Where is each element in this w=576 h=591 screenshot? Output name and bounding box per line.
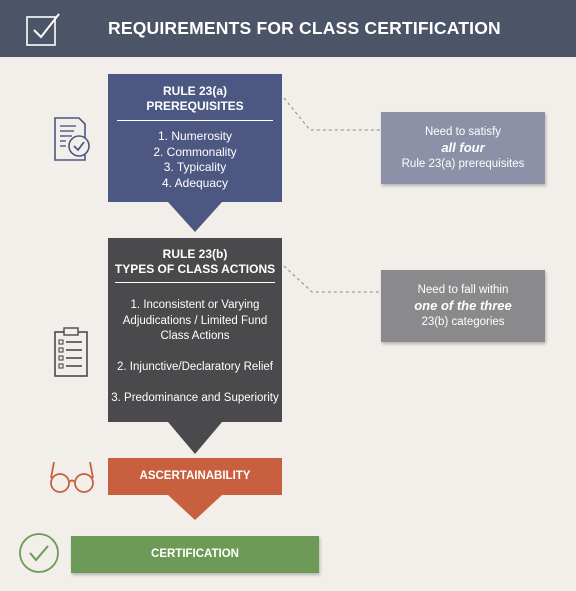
rule-b-block: RULE 23(b) TYPES OF CLASS ACTIONS 1. Inc… [108, 238, 282, 422]
ascertainability-shape [108, 458, 282, 520]
rule-a-list: 1. Numerosity 2. Commonality 3. Typicali… [108, 129, 282, 191]
note-one-of-three: Need to fall within one of the three 23(… [381, 270, 545, 342]
checkbox-icon [26, 13, 60, 46]
check-circle-icon [19, 533, 59, 573]
connector-b [283, 265, 390, 296]
rule-a-item: 2. Commonality [153, 144, 237, 159]
rule-a-block: RULE 23(a) PREREQUISITES 1. Numerosity 2… [108, 74, 282, 202]
page-title: REQUIREMENTS FOR CLASS CERTIFICATION [108, 18, 501, 38]
rule-a-divider [117, 120, 273, 121]
certification-bar: CERTIFICATION [71, 536, 319, 573]
clipboard-checklist-icon [54, 327, 88, 377]
connector-a [283, 97, 390, 134]
rule-b-item-1: 1. Inconsistent or Varying Adjudications… [122, 299, 268, 342]
document-check-icon [54, 117, 90, 161]
rule-a-shape [108, 74, 282, 232]
header-bar: REQUIREMENTS FOR CLASS CERTIFICATION [0, 0, 576, 57]
rule-a-title: RULE 23(a) [162, 84, 227, 98]
rule-b-shape [108, 238, 282, 454]
note-all-four: Need to satisfy all four Rule 23(a) prer… [381, 112, 545, 184]
ascertainability-bar: ASCERTAINABILITY [108, 458, 282, 495]
rule-b-subtitle: TYPES OF CLASS ACTIONS [114, 262, 276, 276]
rule-a-item: 1. Numerosity [157, 129, 233, 143]
rule-b-item-2: 2. Injunctive/Declaratory Relief [117, 360, 273, 373]
rule-b-item-3: 3. Predominance and Superiority [111, 392, 279, 404]
rule-b-title: RULE 23(b) [162, 247, 228, 261]
certification-label: CERTIFICATION [151, 548, 239, 560]
rule-b-list: 1. Inconsistent or Varying Adjudications… [108, 298, 282, 407]
rule-a-item: 4. Adequacy [161, 175, 229, 190]
ascertainability-label: ASCERTAINABILITY [139, 470, 251, 482]
rule-b-divider [115, 282, 275, 283]
glasses-icon [50, 461, 94, 493]
rule-a-item: 3. Typicality [163, 160, 227, 174]
rule-a-subtitle: PREREQUISITES [146, 99, 244, 113]
